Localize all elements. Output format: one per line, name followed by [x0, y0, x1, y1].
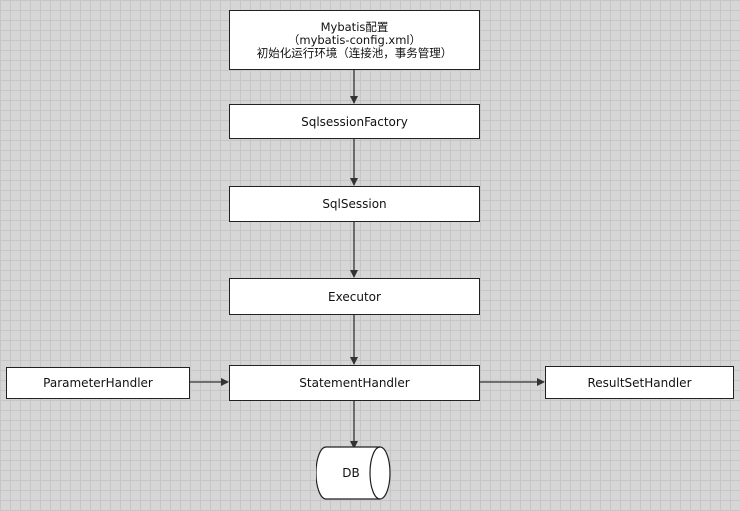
config-file: （mybatis-config.xml） — [287, 32, 422, 47]
parameter-handler-node: ParameterHandler — [6, 367, 190, 399]
sqlsession-label: SqlSession — [322, 197, 387, 211]
sqlsession-factory-label: SqlsessionFactory — [301, 114, 408, 129]
db-label: DB — [342, 466, 360, 480]
statement-handler-node: StatementHandler — [229, 365, 480, 401]
mybatis-config-node: Mybatis配置 （mybatis-config.xml） 初始化运行环境（连… — [229, 10, 480, 70]
sqlsession-factory-node: SqlsessionFactory — [229, 104, 480, 139]
statement-handler-label: StatementHandler — [299, 376, 410, 390]
sqlsession-node: SqlSession — [229, 186, 480, 222]
executor-label: Executor — [328, 289, 381, 304]
executor-node: Executor — [229, 278, 480, 315]
resultset-handler-label: ResultSetHandler — [587, 375, 692, 390]
resultset-handler-node: ResultSetHandler — [545, 366, 734, 399]
config-title: Mybatis配置 — [320, 19, 389, 34]
parameter-handler-label: ParameterHandler — [43, 376, 153, 390]
database-cylinder-icon — [316, 446, 391, 500]
config-description: 初始化运行环境（连接池，事务管理） — [256, 45, 453, 60]
